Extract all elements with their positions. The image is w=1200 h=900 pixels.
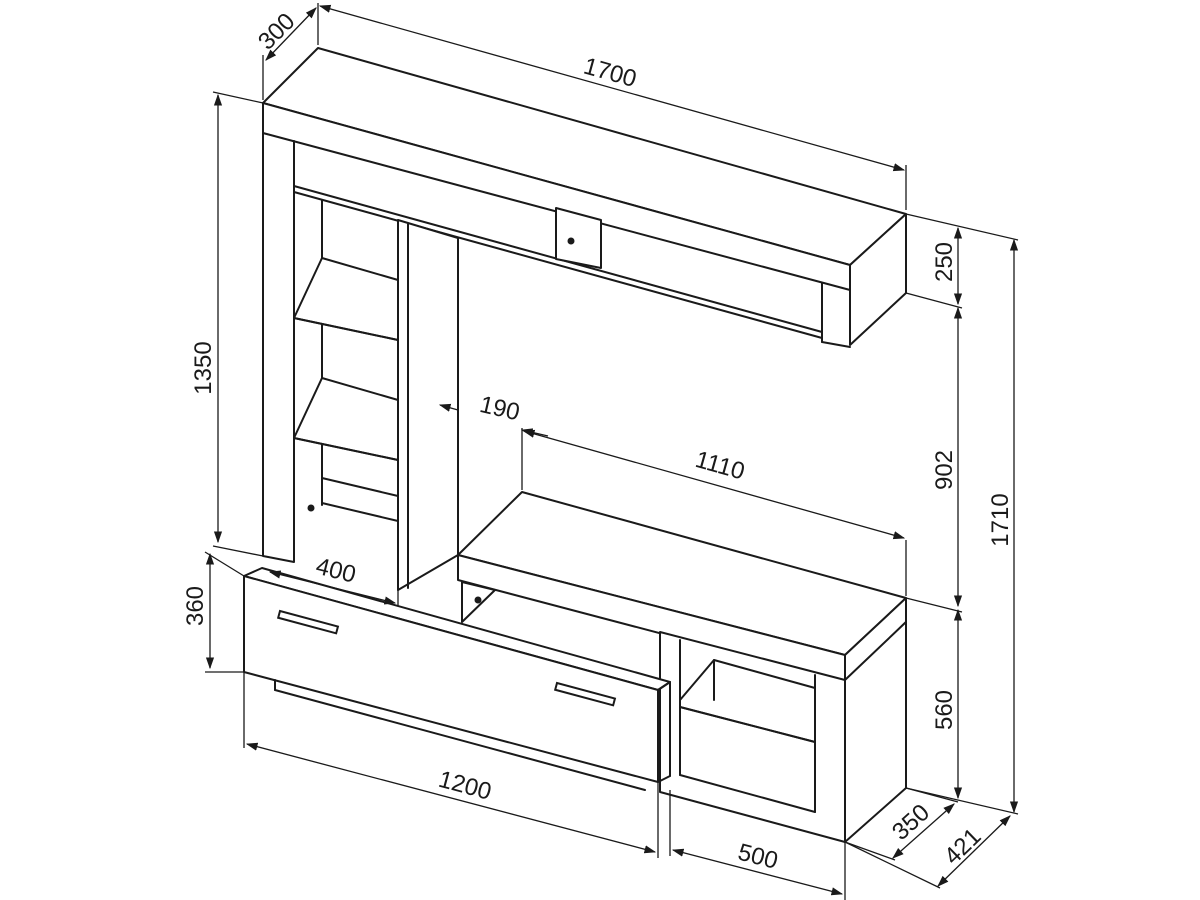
dim-top-box-height: 250 — [931, 242, 958, 282]
dim-drawer-width: 1200 — [436, 766, 495, 806]
dimension-labels: 300 1700 1350 250 902 1710 190 1110 400 … — [182, 8, 1014, 875]
left-side-panel — [262, 132, 295, 563]
dim-top-depth: 300 — [253, 8, 300, 55]
top-box-divider — [555, 207, 602, 269]
dim-lower-height: 560 — [931, 690, 958, 730]
dimension-lines — [204, 3, 1019, 900]
dim-shelf-width: 1110 — [692, 446, 747, 485]
dim-cabinet-width: 500 — [735, 839, 781, 875]
dim-total-depth: 421 — [939, 823, 987, 870]
dim-shelf-offset: 190 — [477, 391, 522, 426]
dim-middle-height: 902 — [931, 450, 958, 490]
dim-total-height: 1710 — [987, 493, 1014, 546]
left-shelving-column — [293, 199, 459, 591]
dim-cabinet-depth: 350 — [887, 799, 935, 846]
dim-drawer-height: 360 — [182, 586, 209, 626]
drawer-handle-right — [553, 681, 617, 707]
dim-side-height: 1350 — [190, 341, 217, 394]
drawer-handle-left — [276, 609, 340, 635]
